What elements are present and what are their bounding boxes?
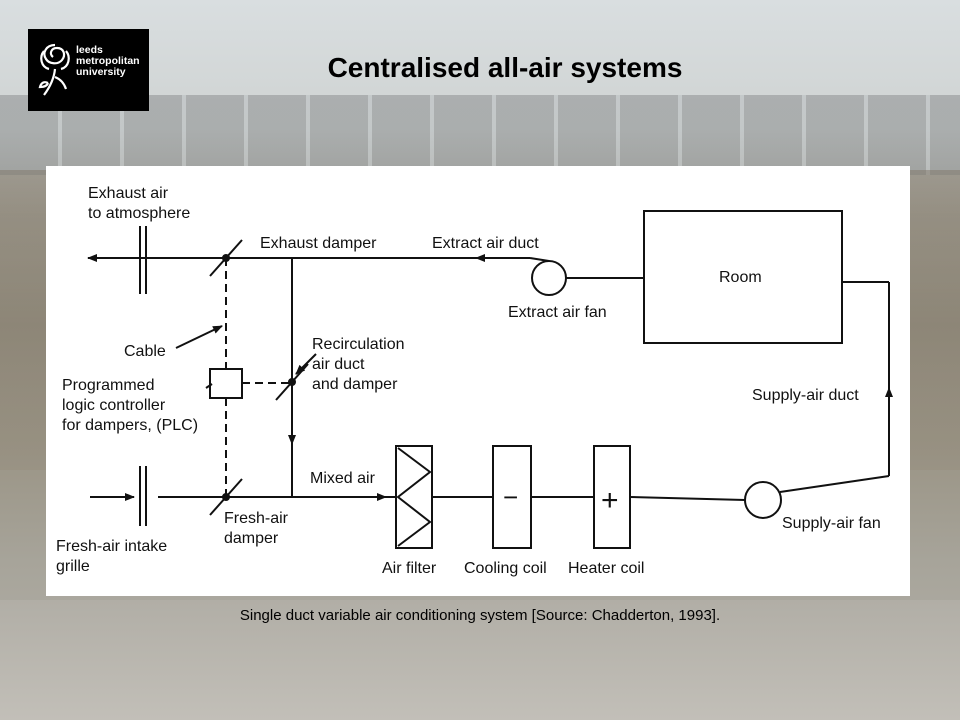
heater-coil-box (593, 445, 631, 549)
cooling-coil-symbol: − (503, 482, 518, 512)
label-mixed-air: Mixed air (310, 470, 376, 487)
extract-air-fan-symbol (531, 260, 567, 296)
background-roof (0, 95, 960, 175)
logo-line-3: university (76, 66, 126, 78)
label-supply-air-fan: Supply-air fan (782, 515, 881, 532)
label-cooling-coil: Cooling coil (464, 560, 547, 577)
logo-line-2: metropolitan (76, 55, 140, 67)
heater-coil-symbol: + (601, 484, 619, 517)
hvac-diagram-svg: Exhaust air to atmosphere Exhaust damper… (56, 185, 893, 577)
label-extract-air-fan: Extract air fan (508, 304, 607, 321)
university-logo: leeds metropolitan university (28, 29, 149, 111)
supply-air-fan-symbol (744, 481, 782, 519)
label-plc-3: for dampers, (PLC) (62, 417, 198, 434)
cooling-coil-box (492, 445, 532, 549)
background-ground (0, 600, 960, 720)
supply-duct-bottom-line (779, 475, 890, 493)
plc-leader (205, 383, 213, 389)
label-exhaust-air-2: to atmosphere (88, 205, 190, 222)
logo-text: leeds metropolitan university (76, 45, 140, 78)
extract-fan-inlet-line (529, 257, 550, 262)
hvac-diagram: Exhaust air to atmosphere Exhaust damper… (46, 166, 910, 596)
label-extract-air-duct: Extract air duct (432, 235, 539, 252)
label-air-filter: Air filter (382, 560, 437, 577)
label-fresh-intake-1: Fresh-air intake (56, 538, 167, 555)
label-fresh-damper-1: Fresh-air (224, 510, 289, 527)
cable-leader (175, 325, 223, 349)
recirculation-damper-pivot (288, 378, 296, 386)
plc-box (209, 368, 243, 399)
heater-to-fan-line (629, 496, 746, 501)
label-supply-air-duct: Supply-air duct (752, 387, 859, 404)
label-recirc-2: air duct (312, 356, 365, 373)
label-exhaust-damper: Exhaust damper (260, 235, 377, 252)
air-filter-zigzag (396, 447, 432, 547)
label-plc-1: Programmed (62, 377, 154, 394)
figure-caption: Single duct variable air conditioning sy… (239, 607, 721, 624)
label-plc-2: logic controller (62, 397, 166, 414)
label-exhaust-air-1: Exhaust air (88, 185, 169, 202)
label-heater-coil: Heater coil (568, 560, 644, 577)
label-recirc-1: Recirculation (312, 336, 404, 353)
room-box (643, 210, 843, 344)
recirc-leader (295, 353, 317, 375)
label-recirc-3: and damper (312, 376, 398, 393)
logo-line-1: leeds (76, 44, 103, 56)
rose-icon (38, 43, 70, 96)
label-fresh-intake-2: grille (56, 558, 90, 575)
label-fresh-damper-2: damper (224, 530, 279, 547)
label-room: Room (719, 269, 762, 286)
air-filter-box (395, 445, 433, 549)
page-title: Centralised all-air systems (327, 52, 683, 83)
label-cable: Cable (124, 343, 166, 360)
